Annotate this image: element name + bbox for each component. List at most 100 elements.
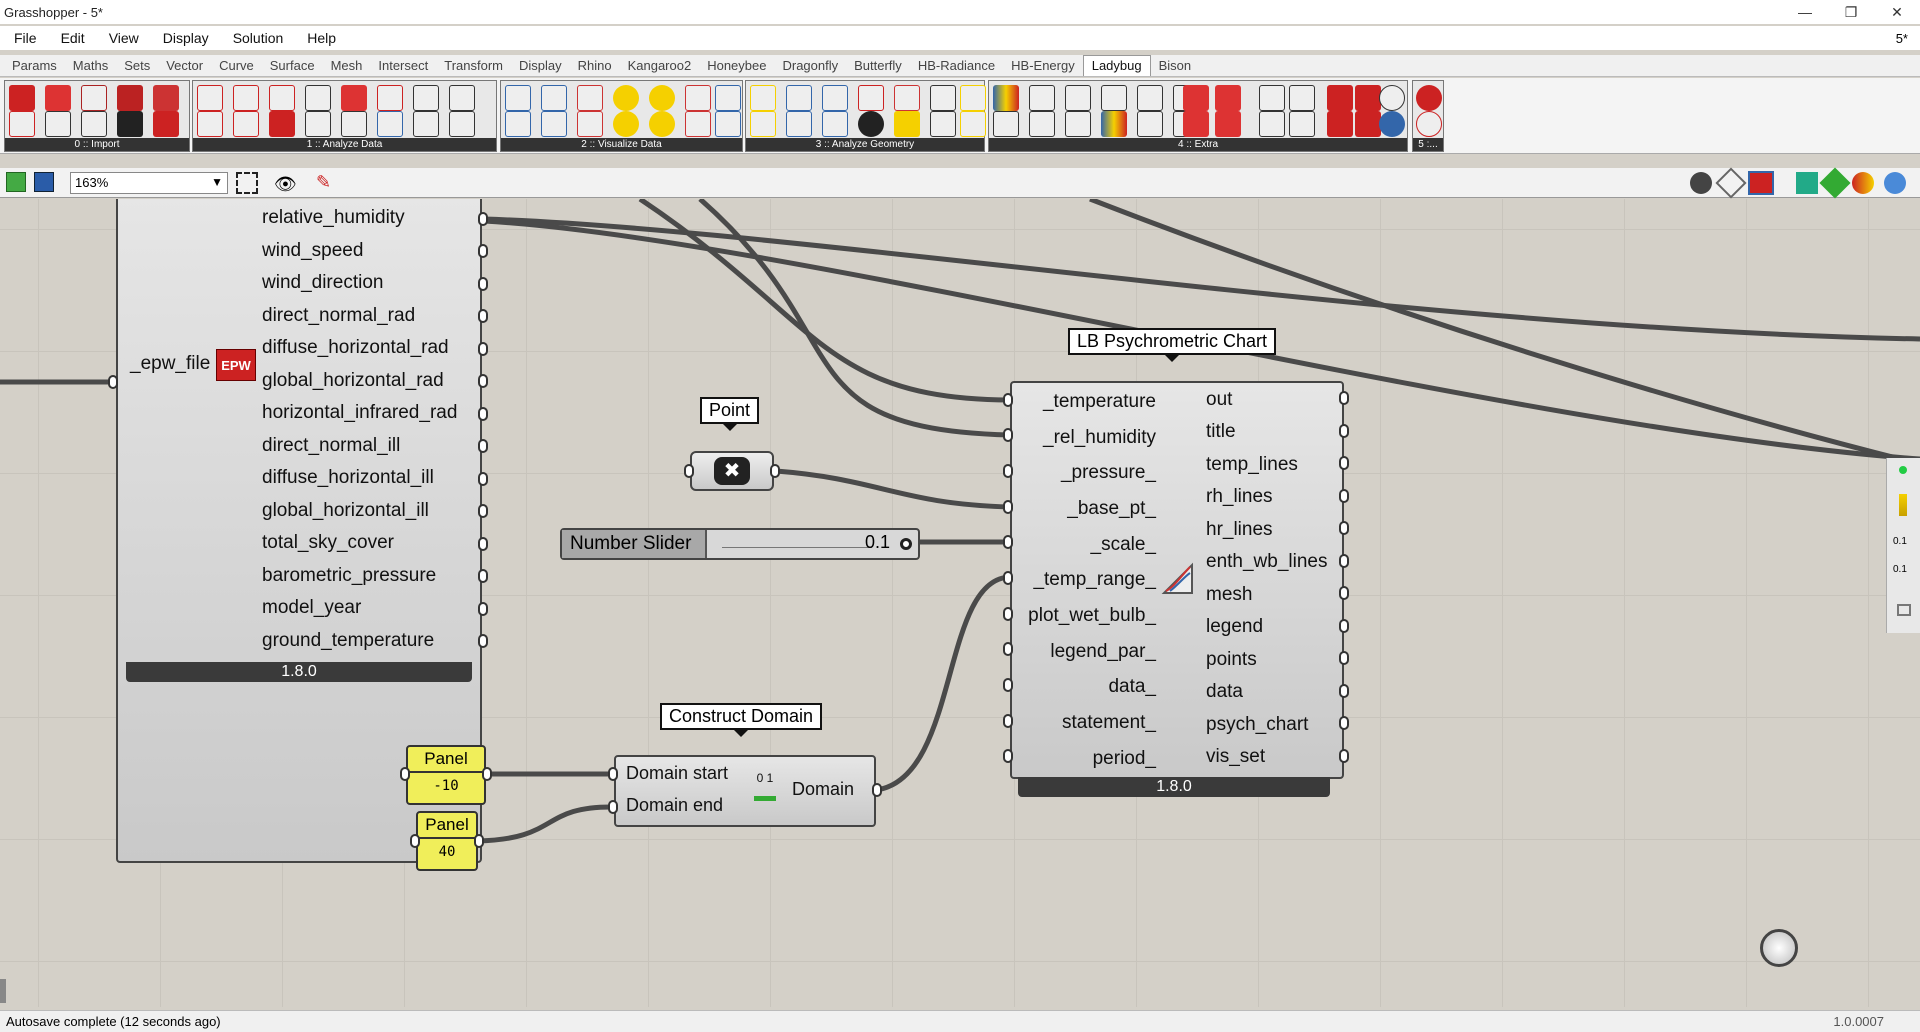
panel-start-input-port[interactable] — [400, 767, 410, 781]
sun-path-icon[interactable] — [613, 111, 639, 137]
left-scroll-handle[interactable] — [0, 979, 6, 1003]
hatch-icon[interactable] — [894, 111, 920, 137]
minimize-button[interactable]: — — [1798, 4, 1812, 20]
radiation-icon[interactable] — [786, 85, 812, 111]
eye-icon[interactable] — [822, 111, 848, 137]
ab-icon[interactable] — [233, 111, 259, 137]
dnr-output-port[interactable] — [478, 309, 488, 323]
navigation-compass-icon[interactable] — [1760, 929, 1798, 967]
2d-icon[interactable] — [1137, 111, 1163, 137]
point-input-port[interactable] — [684, 464, 694, 478]
panel-end-input-port[interactable] — [410, 834, 420, 848]
figure-b-icon[interactable] — [449, 85, 475, 111]
tab-butterfly[interactable]: Butterfly — [854, 58, 902, 73]
menu-display[interactable]: Display — [162, 30, 209, 46]
tab-hb-energy[interactable]: HB-Energy — [1011, 58, 1075, 73]
ghr-output-port[interactable] — [478, 374, 488, 388]
tab-maths[interactable]: Maths — [72, 58, 109, 73]
model-year-output-port[interactable] — [478, 602, 488, 616]
brush-icon[interactable]: ✎ — [316, 172, 332, 192]
cf-b-icon[interactable] — [1215, 85, 1241, 111]
ny-icon[interactable] — [81, 85, 107, 111]
sphere-icon[interactable] — [1852, 172, 1874, 194]
tab-dragonfly[interactable]: Dragonfly — [782, 58, 839, 73]
mesh-output-port[interactable] — [1339, 586, 1349, 600]
domain-start-input-port[interactable] — [608, 767, 618, 781]
ny-cross-icon[interactable] — [81, 111, 107, 137]
cf-icon[interactable] — [1183, 85, 1209, 111]
temp-lines-output-port[interactable] — [1339, 456, 1349, 470]
half-circle-icon[interactable] — [1416, 111, 1442, 137]
shade-icon[interactable] — [894, 85, 920, 111]
folder-icon[interactable] — [1355, 85, 1381, 111]
out-output-port[interactable] — [1339, 391, 1349, 405]
data-icon[interactable] — [197, 85, 223, 111]
wind-icon[interactable] — [505, 85, 531, 111]
temp-range-input-port[interactable] — [1003, 571, 1013, 585]
tab-hb-radiance[interactable]: HB-Radiance — [917, 58, 996, 73]
period-input-port[interactable] — [1003, 749, 1013, 763]
sun-icon[interactable] — [613, 85, 639, 111]
tab-kangaroo2[interactable]: Kangaroo2 — [627, 58, 692, 73]
zoom-select[interactable]: 163% ▼ — [70, 172, 228, 194]
view-icon[interactable] — [786, 111, 812, 137]
people-b-icon[interactable] — [449, 111, 475, 137]
base-pt-input-port[interactable] — [1003, 500, 1013, 514]
enth-wb-lines-output-port[interactable] — [1339, 554, 1349, 568]
panel-end-output-port[interactable] — [474, 834, 484, 848]
statement-input-port[interactable] — [1003, 714, 1013, 728]
psych-chart-output-port[interactable] — [1339, 716, 1349, 730]
gear-sun-icon[interactable] — [750, 111, 776, 137]
menu-file[interactable]: File — [14, 30, 37, 46]
save-icon[interactable] — [34, 172, 54, 192]
arrows-icon[interactable] — [822, 85, 848, 111]
color-grid-icon[interactable] — [1101, 85, 1127, 111]
tab-vector[interactable]: Vector — [166, 58, 204, 73]
data-input-port[interactable] — [1003, 678, 1013, 692]
point-param[interactable]: ✖ — [690, 451, 774, 491]
grasshopper-canvas[interactable]: _epw_file EPW relative_humidity wind_spe… — [0, 199, 1920, 1007]
funnel-icon[interactable] — [930, 85, 956, 111]
profiler-icon[interactable] — [1899, 494, 1907, 516]
zoom-extents-icon[interactable] — [236, 172, 258, 194]
cross-arrows-icon[interactable] — [715, 111, 741, 137]
wind-speed-output-port[interactable] — [478, 244, 488, 258]
bar-chart-icon[interactable] — [505, 111, 531, 137]
hir-output-port[interactable] — [478, 407, 488, 421]
thermo-icon[interactable] — [377, 85, 403, 111]
tab-honeybee[interactable]: Honeybee — [707, 58, 767, 73]
menu-edit[interactable]: Edit — [60, 30, 85, 46]
shade-device-icon[interactable] — [930, 111, 956, 137]
red-circle-icon[interactable] — [1416, 85, 1442, 111]
crosshair-icon[interactable] — [1379, 85, 1405, 111]
sun-ray-icon[interactable] — [960, 111, 986, 137]
panel-start[interactable]: Panel -10 — [406, 745, 486, 805]
tab-intersect[interactable]: Intersect — [378, 58, 429, 73]
folder-open-icon[interactable] — [1355, 111, 1381, 137]
wind-rose-icon[interactable] — [715, 85, 741, 111]
title-output-port[interactable] — [1339, 424, 1349, 438]
ground-temp-output-port[interactable] — [478, 634, 488, 648]
menu-help[interactable]: Help — [307, 30, 337, 46]
wind-dir-output-port[interactable] — [478, 277, 488, 291]
panel-end[interactable]: Panel 40 — [416, 811, 478, 871]
tab-rhino[interactable]: Rhino — [577, 58, 612, 73]
people-d-icon[interactable] — [1289, 111, 1315, 137]
line-chart-icon[interactable] — [577, 85, 603, 111]
domain-output-port[interactable] — [872, 783, 882, 797]
dni-output-port[interactable] — [478, 439, 488, 453]
dhi-output-port[interactable] — [478, 472, 488, 486]
restore-button[interactable]: ❐ — [1844, 3, 1858, 20]
search-icon[interactable] — [9, 111, 35, 137]
monthly-icon[interactable] — [541, 111, 567, 137]
sunlight-icon[interactable] — [750, 85, 776, 111]
ghi-output-port[interactable] — [478, 504, 488, 518]
sun-small-icon[interactable] — [960, 85, 986, 111]
graph-icon[interactable] — [577, 111, 603, 137]
lb-psychrometric-chart-component[interactable]: _temperature _rel_humidity _pressure_ _b… — [1010, 381, 1344, 779]
figure-icon[interactable] — [413, 85, 439, 111]
bake-icon[interactable] — [1796, 172, 1818, 194]
point-output-port[interactable] — [770, 464, 780, 478]
legend-par-input-port[interactable] — [1003, 642, 1013, 656]
temperature-input-port[interactable] — [1003, 393, 1013, 407]
